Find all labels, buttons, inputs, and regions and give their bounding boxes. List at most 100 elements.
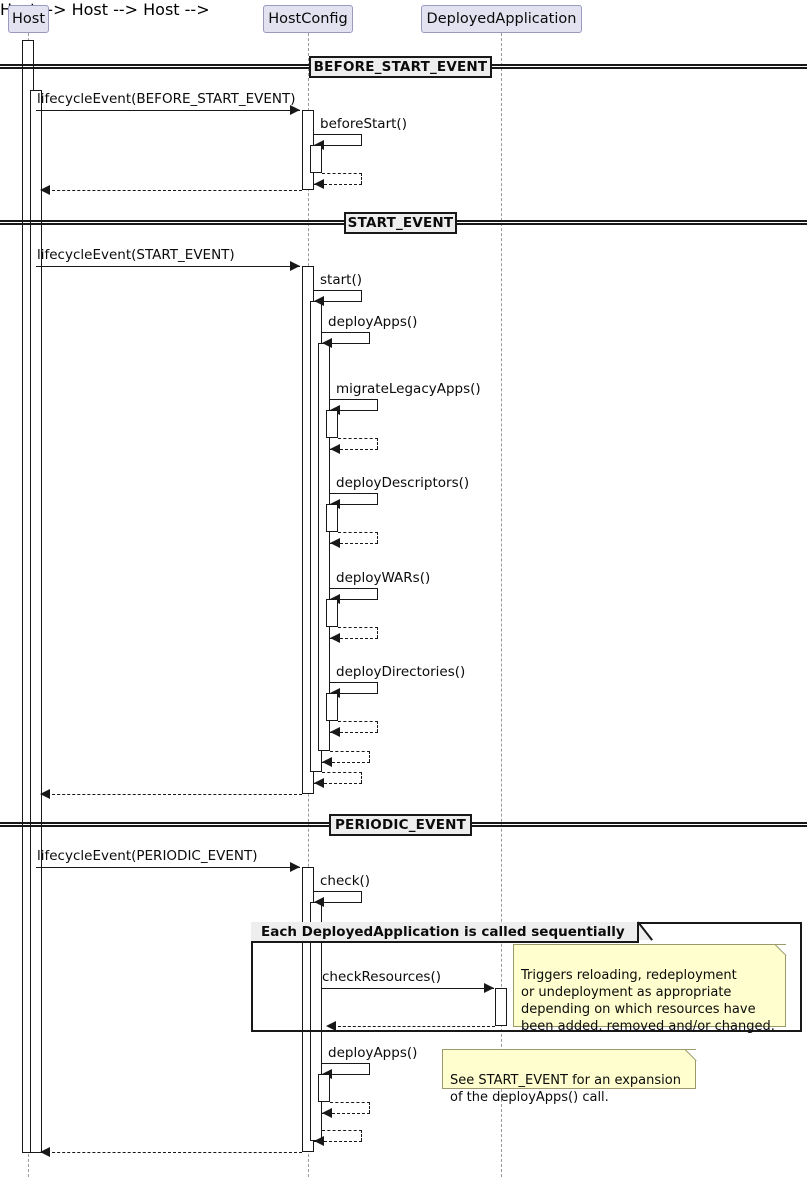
return-line-m8-bottom (330, 638, 378, 639)
return-line-m5-top (330, 751, 370, 752)
message-line-m8-bottom (340, 599, 378, 600)
message-line-m11-right (361, 891, 362, 902)
message-line-m13-right (369, 1063, 370, 1074)
message-line-m6-top (330, 399, 378, 400)
return-line-m9-right (377, 721, 378, 732)
return-line-m1 (42, 190, 302, 191)
message-line-m12 (321, 988, 494, 989)
message-line-m8-right (377, 588, 378, 599)
return-line-m7-top (338, 532, 378, 533)
divider-start-event-label: START_EVENT (347, 215, 454, 231)
message-label-m10: lifecycleEvent(PERIODIC_EVENT) (37, 848, 258, 864)
message-line-m8-top (330, 588, 378, 589)
return-arrowhead-m3 (40, 789, 50, 799)
participant-host-label: Host (11, 10, 45, 27)
message-line-m13-bottom (332, 1074, 370, 1075)
return-line-m5-right (369, 751, 370, 762)
message-label-m4: start() (320, 272, 362, 288)
lifeline-deployedapplication (501, 33, 502, 1177)
message-line-m2-right (361, 134, 362, 145)
participant-host[interactable]: Host (8, 5, 49, 33)
return-line-m8-top (338, 627, 378, 628)
activation-deployedapplication-checkresources (495, 988, 507, 1026)
message-arrowhead-m11 (314, 897, 324, 907)
return-line-m11-right (361, 1130, 362, 1141)
message-label-m12: checkResources() (322, 969, 442, 985)
return-line-m11-bottom (314, 1141, 362, 1142)
return-line-m13-right (369, 1102, 370, 1113)
return-arrowhead-m1 (40, 185, 50, 195)
message-arrowhead-m3 (290, 261, 300, 271)
return-line-m9-bottom (330, 732, 378, 733)
message-line-m5-bottom (332, 343, 370, 344)
message-label-m5: deployApps() (328, 314, 418, 330)
group-tab-label: Each DeployedApplication is called seque… (261, 923, 625, 940)
return-arrowhead-m12 (326, 1021, 336, 1031)
activation-hostconfig-periodic-deployapps (318, 1074, 330, 1102)
message-line-m11-bottom (324, 902, 362, 903)
return-line-m9-top (338, 721, 378, 722)
return-arrowhead-m10 (40, 1147, 50, 1157)
note-deployapps-text: See START_EVENT for an expansion of the … (450, 1073, 681, 1105)
note-checkresources-text: Triggers reloading, redeployment or unde… (521, 968, 775, 1034)
activation-hostconfig-deploydescriptors (326, 504, 338, 532)
return-line-m6-bottom (330, 449, 378, 450)
message-arrowhead-m12 (484, 983, 494, 993)
message-label-m1: lifecycleEvent(BEFORE_START_EVENT) (37, 91, 296, 107)
return-line-m10 (42, 1152, 302, 1153)
message-line-m1 (36, 110, 300, 111)
return-arrowhead-m11 (314, 1136, 324, 1146)
message-label-m11: check() (320, 873, 371, 889)
activation-hostconfig-migratelegacyapps (326, 410, 338, 438)
return-line-m2-bottom (314, 184, 362, 185)
return-line-m4-bottom (314, 783, 362, 784)
return-line-m13-top (330, 1102, 370, 1103)
group-tab-sequential[interactable]: Each DeployedApplication is called seque… (251, 922, 639, 943)
activation-hostconfig-deploydirectories (326, 693, 338, 721)
return-line-m6-top (338, 438, 378, 439)
return-line-m12 (328, 1026, 495, 1027)
message-arrowhead-m4 (314, 296, 324, 306)
return-line-m2-right (361, 173, 362, 184)
divider-periodic-event: PERIODIC_EVENT (329, 814, 472, 836)
divider-before-start-event: BEFORE_START_EVENT (309, 56, 492, 78)
activation-hostconfig-deploywars (326, 599, 338, 627)
activation-hostconfig-start-l2 (318, 343, 330, 751)
return-arrowhead-m7 (330, 538, 340, 548)
return-line-m11-top (322, 1130, 362, 1131)
message-line-m4-bottom (324, 301, 362, 302)
return-arrowhead-m9 (330, 727, 340, 737)
return-line-m13-bottom (322, 1113, 370, 1114)
message-line-m11-top (314, 891, 362, 892)
message-line-m9-right (377, 682, 378, 693)
participant-deployedapplication-label: DeployedApplication (426, 10, 577, 27)
return-arrowhead-m8 (330, 633, 340, 643)
message-arrowhead-m5 (322, 338, 332, 348)
message-label-m3: lifecycleEvent(START_EVENT) (37, 247, 235, 263)
message-line-m4-top (314, 290, 362, 291)
return-line-m7-bottom (330, 543, 378, 544)
return-line-m3 (42, 794, 302, 795)
message-arrowhead-m1 (290, 105, 300, 115)
message-line-m9-top (330, 682, 378, 683)
message-line-m4-right (361, 290, 362, 301)
return-line-m2-top (322, 173, 362, 174)
return-line-m7-right (377, 532, 378, 543)
return-arrowhead-m13 (322, 1108, 332, 1118)
divider-start-event: START_EVENT (344, 212, 457, 234)
message-line-m2-bottom (324, 145, 362, 146)
return-line-m4-top (322, 772, 362, 773)
message-label-m6: migrateLegacyApps() (336, 381, 481, 397)
return-line-m5-bottom (322, 762, 370, 763)
message-line-m5-top (322, 332, 370, 333)
participant-deployedapplication[interactable]: DeployedApplication (421, 5, 582, 33)
message-line-m9-bottom (340, 693, 378, 694)
message-line-m10 (36, 867, 300, 868)
message-line-m2-top (314, 134, 362, 135)
message-label-m9: deployDirectories() (336, 664, 466, 680)
return-line-m6-right (377, 438, 378, 449)
return-arrowhead-m5 (322, 757, 332, 767)
activation-host-inner (30, 90, 42, 1153)
participant-hostconfig[interactable]: HostConfig (263, 5, 353, 33)
